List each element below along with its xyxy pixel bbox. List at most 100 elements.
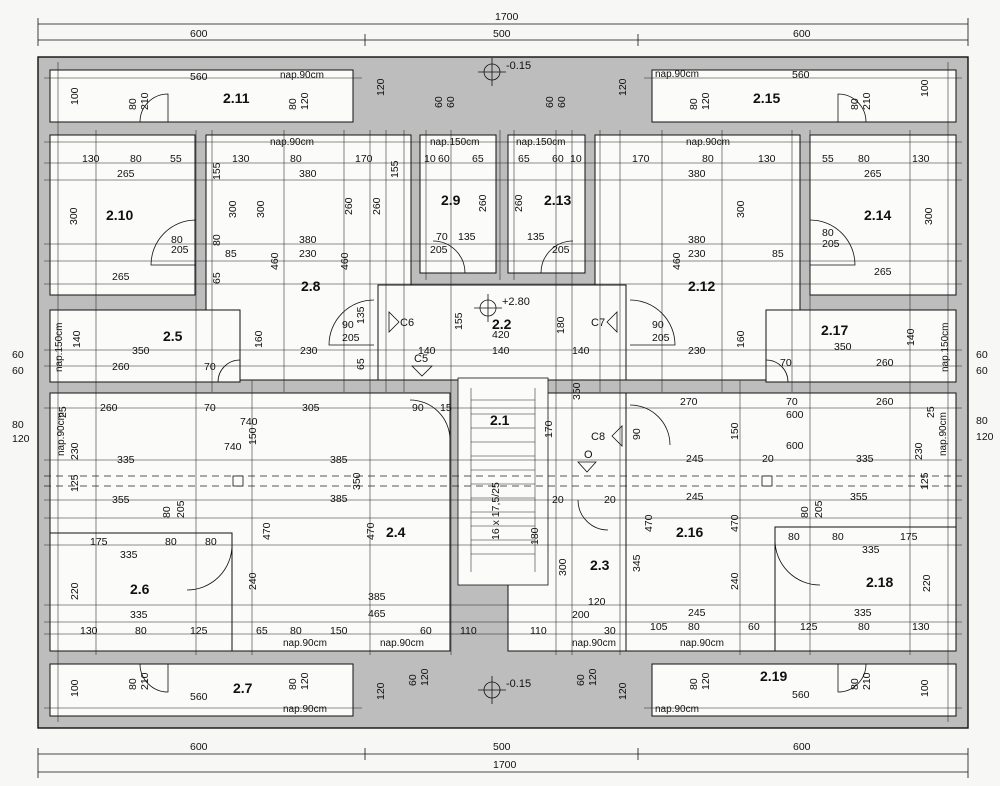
dim-right-edge-60: 60 (976, 349, 988, 361)
dim-2-3-300: 300 (557, 558, 569, 576)
dim-2-2-140b: 140 (492, 345, 510, 357)
dim-2-4-260: 260 (100, 402, 118, 414)
level-bottom: -0.15 (506, 678, 531, 690)
stair-note: 16 x 17,5/25 (490, 482, 502, 540)
room-2-17: 2.17 (821, 322, 848, 338)
room-2-14: 2.14 (864, 207, 891, 223)
dim-2-2-180: 180 (555, 316, 567, 334)
dim-2-16-70: 70 (786, 396, 798, 408)
dim-window-2-19-w: 80 (688, 678, 700, 690)
dim-2-16-355: 355 (850, 491, 868, 503)
dim-2-6-80: 80 (165, 536, 177, 548)
dim-2-8-85: 85 (225, 248, 237, 260)
dim-2-16-80: 80 (688, 621, 700, 633)
door-swings (139, 93, 867, 693)
dim-2-8-door-h: 205 (342, 332, 360, 344)
dim-2-4-470: 470 (261, 522, 273, 540)
dim-2-8-155: 155 (211, 162, 223, 180)
dim-2-4-door-h: 205 (175, 500, 187, 518)
dim-2-18-80b: 80 (832, 531, 844, 543)
window-notes: nap.90cm nap.90cm nap.90cm nap.150cm nap… (54, 69, 951, 715)
marker-c5: C5 (414, 353, 428, 365)
top-dim-middle: 500 (493, 28, 511, 40)
dim-2-6-130: 130 (80, 625, 98, 637)
window-note-2-7: nap.90cm (283, 704, 327, 715)
dim-door-2-15-w: 80 (849, 98, 861, 110)
dim-2-2-420: 420 (492, 329, 510, 341)
dim-2-8-80: 80 (211, 234, 223, 246)
dim-2-2-155: 155 (453, 312, 465, 330)
dim-2-16-25: 25 (925, 406, 937, 418)
dim-2-8-260b: 260 (371, 197, 383, 215)
dim-2-18-335: 335 (862, 544, 880, 556)
dim-2-2-140c: 140 (572, 345, 590, 357)
dim-2-16-245c: 245 (688, 607, 706, 619)
marker-o: O (584, 449, 593, 461)
dim-2-10-bottom: 265 (112, 271, 130, 283)
c7-arrow-icon (606, 311, 618, 333)
dim-window-2-7-h: 120 (299, 672, 311, 690)
dim-left-edge-60: 60 (12, 349, 24, 361)
top-dim-right: 600 (793, 28, 811, 40)
marker-c7: C7 (591, 317, 605, 329)
dim-door-2-7-h: 210 (139, 672, 151, 690)
rooms (49, 69, 957, 717)
dim-2-18-335b: 335 (854, 607, 872, 619)
dim-2-19-width: 560 (792, 689, 810, 701)
dim-right-edge-120: 120 (976, 431, 994, 443)
dim-2-16-door-w: 80 (799, 506, 811, 518)
dim-2-16-90: 90 (631, 428, 643, 440)
window-note-2-11: nap.90cm (280, 70, 324, 81)
dim-2-6-125: 125 (190, 625, 208, 637)
dim-2-10-height: 300 (68, 207, 80, 225)
dim-door-2-7-w: 80 (127, 678, 139, 690)
dim-2-13-65: 65 (518, 153, 530, 165)
dim-door-2-11-h: 210 (139, 92, 151, 110)
dim-2-9-60: 60 (438, 153, 450, 165)
dim-2-4-80: 80 (290, 625, 302, 637)
dim-2-9-65: 65 (472, 153, 484, 165)
dim-2-13-135: 135 (527, 231, 545, 243)
dim-2-16-345: 345 (631, 554, 643, 572)
dim-2-16-335: 335 (856, 453, 874, 465)
dim-2-14-height: 300 (923, 207, 935, 225)
marker-c8: C8 (591, 431, 605, 443)
dim-2-8-a: 130 (232, 153, 250, 165)
dim-2-4-65: 65 (256, 625, 268, 637)
dim-2-13-260: 260 (513, 194, 525, 212)
dim-2-8-b: 80 (290, 153, 302, 165)
dim-2-8-width: 380 (299, 168, 317, 180)
dim-2-14-door-h: 205 (822, 238, 840, 250)
dim-2-16-240: 240 (729, 572, 741, 590)
dim-2-11-depth: 100 (69, 87, 81, 105)
dim-right-edge-60b: 60 (976, 365, 988, 377)
dim-2-18-175: 175 (900, 531, 918, 543)
window-note-2-19: nap.90cm (655, 704, 699, 715)
dim-2-5-350: 350 (132, 345, 150, 357)
window-note-2-3: nap.90cm (572, 638, 616, 649)
dim-2-4-90: 90 (412, 402, 424, 414)
dim-2-17-260: 260 (876, 357, 894, 369)
dim-2-14-door-w: 80 (822, 227, 834, 239)
dim-2-17-350: 350 (834, 341, 852, 353)
dim-2-18-125: 125 (800, 621, 818, 633)
dim-2-5-260: 260 (112, 361, 130, 373)
dim-window-2-19-h: 120 (700, 672, 712, 690)
window-note-2-4-b: nap.90cm (380, 638, 424, 649)
dim-2-8-460: 460 (269, 252, 281, 270)
dim-2-4-15: 15 (440, 402, 452, 414)
c5-arrow-icon (411, 365, 433, 377)
dim-2-16-245: 245 (686, 453, 704, 465)
dim-wall-bl-120: 120 (375, 682, 387, 700)
dim-2-1-170: 170 (543, 420, 555, 438)
room-2-1: 2.1 (490, 412, 510, 428)
dim-2-16-600: 600 (786, 409, 804, 421)
dim-2-12-300: 300 (735, 200, 747, 218)
dim-2-8-65b: 65 (355, 358, 367, 370)
dim-2-4-465: 465 (368, 608, 386, 620)
window-note-2-8: nap.90cm (270, 137, 314, 148)
dim-2-15-win-h: 120 (700, 92, 712, 110)
dim-2-12-b: 80 (702, 153, 714, 165)
dim-window-2-11-h: 120 (299, 92, 311, 110)
dim-2-6-335b: 335 (130, 609, 148, 621)
